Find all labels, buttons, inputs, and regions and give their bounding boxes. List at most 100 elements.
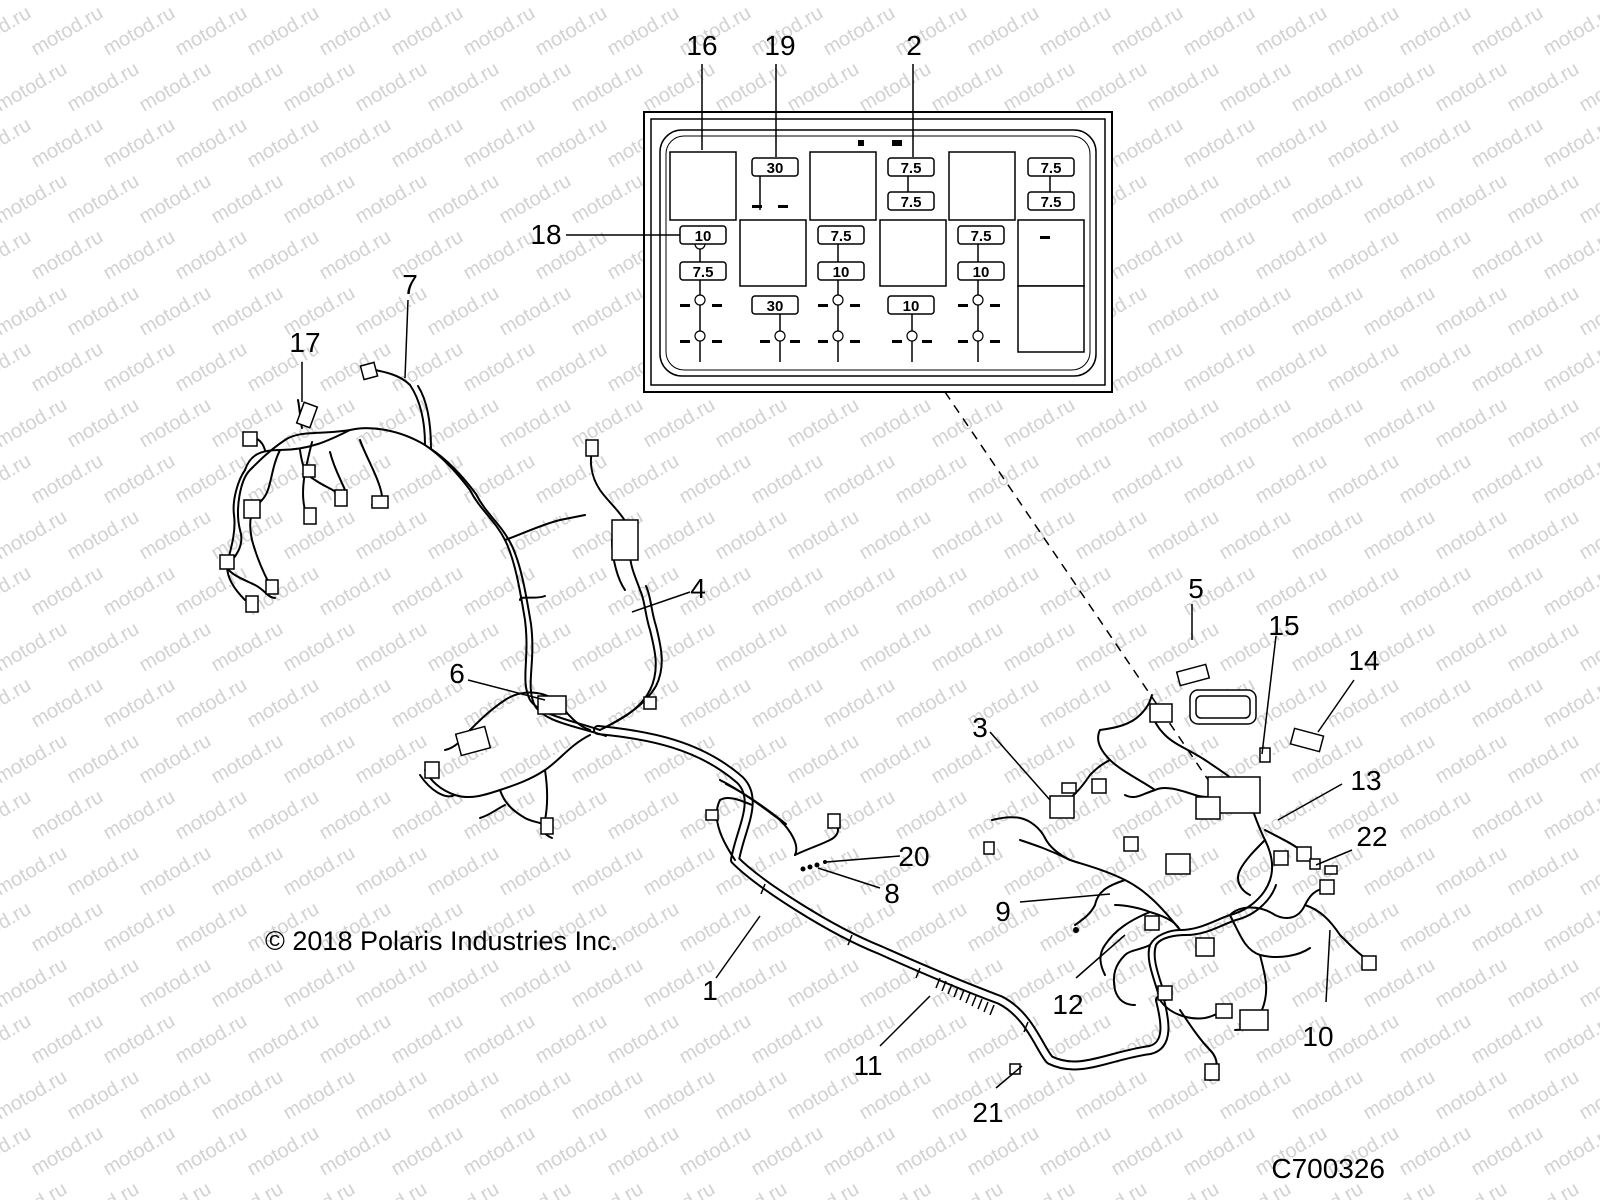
watermark-text: motod.ru [532, 338, 611, 397]
watermark-text: motod.ru [1144, 282, 1223, 341]
fuse-rating-label: 30 [767, 298, 784, 315]
watermark-text: motod.ru [640, 618, 719, 677]
watermark-text: motod.ru [136, 58, 215, 117]
watermark-text: motod.ru [208, 954, 287, 1013]
watermark-text: motod.ru [136, 842, 215, 901]
watermark-text: motod.ru [748, 1010, 827, 1069]
watermark-text: motod.ru [1072, 0, 1151, 4]
watermark-text: motod.ru [0, 0, 71, 4]
watermark-text: motod.ru [712, 394, 791, 453]
watermark-text: motod.ru [0, 786, 35, 845]
watermark-text: motod.ru [604, 450, 683, 509]
watermark-text: motod.ru [1072, 58, 1151, 117]
watermark-text: motod.ru [1288, 1066, 1367, 1125]
watermark-text: motod.ru [1540, 1010, 1600, 1069]
watermark-text: motod.ru [1288, 0, 1367, 4]
watermark-text: motod.ru [352, 0, 431, 4]
watermark-text: motod.ru [676, 1122, 755, 1181]
watermark-text: motod.ru [1036, 674, 1115, 733]
watermark-text: motod.ru [1396, 114, 1475, 173]
watermark-text: motod.ru [892, 2, 971, 61]
watermark-text: motod.ru [280, 842, 359, 901]
watermark-text: motod.ru [820, 562, 899, 621]
watermark-text: motod.ru [1360, 506, 1439, 565]
main-harness [224, 369, 1369, 1081]
watermark-text: motod.ru [496, 954, 575, 1013]
watermark-text: motod.ru [64, 282, 143, 341]
watermark-text: motod.ru [1000, 1178, 1079, 1200]
watermark-text: motod.ru [244, 1122, 323, 1181]
callout-4: 4 [690, 573, 706, 604]
watermark-text: motod.ru [424, 1066, 503, 1125]
fuse-rating-label: 7.5 [1041, 194, 1062, 211]
watermark-text: motod.ru [280, 0, 359, 4]
watermark-text: motod.ru [748, 898, 827, 957]
watermark-text: motod.ru [280, 506, 359, 565]
watermark-text: motod.ru [1108, 1122, 1187, 1181]
callout-5: 5 [1188, 573, 1204, 604]
watermark-text: motod.ru [1432, 730, 1511, 789]
watermark-text: motod.ru [712, 0, 791, 4]
watermark-text: motod.ru [352, 170, 431, 229]
watermark-text: motod.ru [784, 730, 863, 789]
watermark-text: motod.ru [1504, 506, 1583, 565]
watermark-text: motod.ru [136, 618, 215, 677]
watermark-text: motod.ru [1288, 170, 1367, 229]
watermark-text: motod.ru [1360, 58, 1439, 117]
watermark-text: motod.ru [316, 338, 395, 397]
watermark-text: motod.ru [0, 170, 71, 229]
watermark-text: motod.ru [0, 842, 71, 901]
watermark-text: motod.ru [460, 562, 539, 621]
watermark-text: motod.ru [1108, 2, 1187, 61]
watermark-text: motod.ru [532, 114, 611, 173]
watermark-text: motod.ru [208, 170, 287, 229]
watermark-text: motod.ru [172, 338, 251, 397]
watermark-text: motod.ru [0, 898, 35, 957]
watermark-text: motod.ru [1432, 506, 1511, 565]
watermark-text: motod.ru [64, 170, 143, 229]
watermark-text: motod.ru [1216, 282, 1295, 341]
watermark-text: motod.ru [748, 450, 827, 509]
watermark-text: motod.ru [388, 450, 467, 509]
watermark-text: motod.ru [352, 58, 431, 117]
callout-19: 19 [764, 30, 795, 61]
watermark-text: motod.ru [208, 842, 287, 901]
watermark-text: motod.ru [784, 0, 863, 4]
watermark-text: motod.ru [1396, 450, 1475, 509]
fuse-rating-label: 10 [695, 228, 712, 245]
watermark-text: motod.ru [28, 674, 107, 733]
watermark-text: motod.ru [424, 954, 503, 1013]
watermark-text: motod.ru [100, 2, 179, 61]
watermark-text: motod.ru [1252, 114, 1331, 173]
watermark-text: motod.ru [1468, 2, 1547, 61]
watermark-text: motod.ru [964, 562, 1043, 621]
watermark-text: motod.ru [1216, 394, 1295, 453]
watermark-text: motod.ru [136, 954, 215, 1013]
watermark-text: motod.ru [1072, 842, 1151, 901]
watermark-text: motod.ru [784, 394, 863, 453]
watermark-text: motod.ru [64, 730, 143, 789]
watermark-text: motod.ru [280, 730, 359, 789]
watermark-text: motod.ru [28, 786, 107, 845]
watermark-text: motod.ru [784, 506, 863, 565]
watermark-text: motod.ru [0, 1178, 71, 1200]
callout-22: 22 [1356, 821, 1387, 852]
watermark-text: motod.ru [1108, 562, 1187, 621]
watermark-text: motod.ru [856, 58, 935, 117]
watermark-text: motod.ru [1468, 1122, 1547, 1181]
watermark-text: motod.ru [1108, 114, 1187, 173]
figure-code: C700326 [1271, 1153, 1385, 1184]
watermark-text: motod.ru [1504, 618, 1583, 677]
watermark-text: motod.ru [1540, 1122, 1600, 1181]
watermark-text: motod.ru [1072, 394, 1151, 453]
watermark-text: motod.ru [496, 1066, 575, 1125]
watermark-text: motod.ru [280, 170, 359, 229]
watermark-text: motod.ru [1396, 226, 1475, 285]
watermark-text: motod.ru [0, 506, 71, 565]
watermark-text: motod.ru [460, 2, 539, 61]
watermark-text: motod.ru [244, 786, 323, 845]
watermark-text: motod.ru [1504, 1178, 1583, 1200]
watermark-text: motod.ru [460, 226, 539, 285]
watermark-text: motod.ru [460, 114, 539, 173]
watermark-text: motod.ru [928, 58, 1007, 117]
